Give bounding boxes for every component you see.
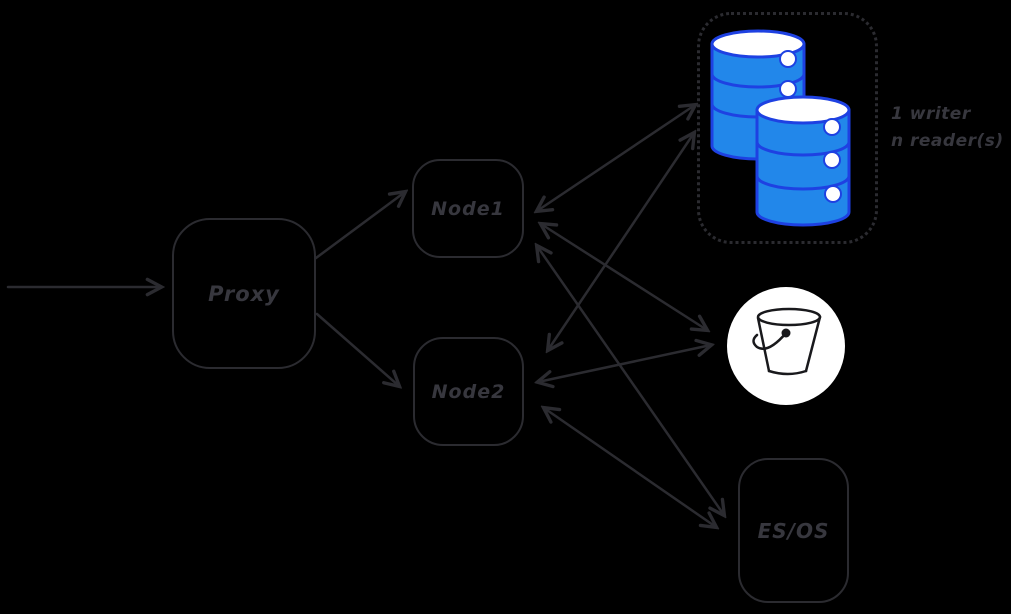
esos-node-label: ES/OS	[757, 518, 830, 543]
database-cylinder-front	[755, 95, 851, 227]
node2-node: Node2	[413, 337, 524, 446]
node1-node: Node1	[412, 159, 524, 258]
edge-node1-esos-arrow	[537, 246, 724, 515]
edge-proxy-to-node2-arrow	[315, 312, 399, 386]
database-cylinders-icon	[710, 29, 851, 227]
proxy-node-label: Proxy	[208, 281, 280, 306]
edge-node1-database-arrow	[537, 105, 695, 211]
bucket-icon-background-circle	[727, 287, 845, 405]
edge-node1-bucket-arrow	[541, 224, 707, 330]
bucket-icon	[727, 287, 845, 405]
edge-proxy-to-node1-arrow	[314, 192, 405, 260]
esos-node: ES/OS	[738, 458, 849, 603]
node1-node-label: Node1	[431, 197, 505, 220]
edge-node2-database-arrow	[548, 133, 694, 350]
database-cluster-annotation: 1 writer n reader(s)	[891, 101, 1004, 155]
database-cluster-container	[697, 12, 878, 244]
edge-node2-esos-arrow	[544, 408, 716, 527]
node2-node-label: Node2	[431, 380, 506, 403]
proxy-node: Proxy	[172, 218, 316, 369]
edge-node2-bucket-arrow	[538, 345, 711, 382]
annotation-line-2: n reader(s)	[891, 131, 1004, 151]
annotation-line-1: 1 writer	[891, 104, 971, 124]
